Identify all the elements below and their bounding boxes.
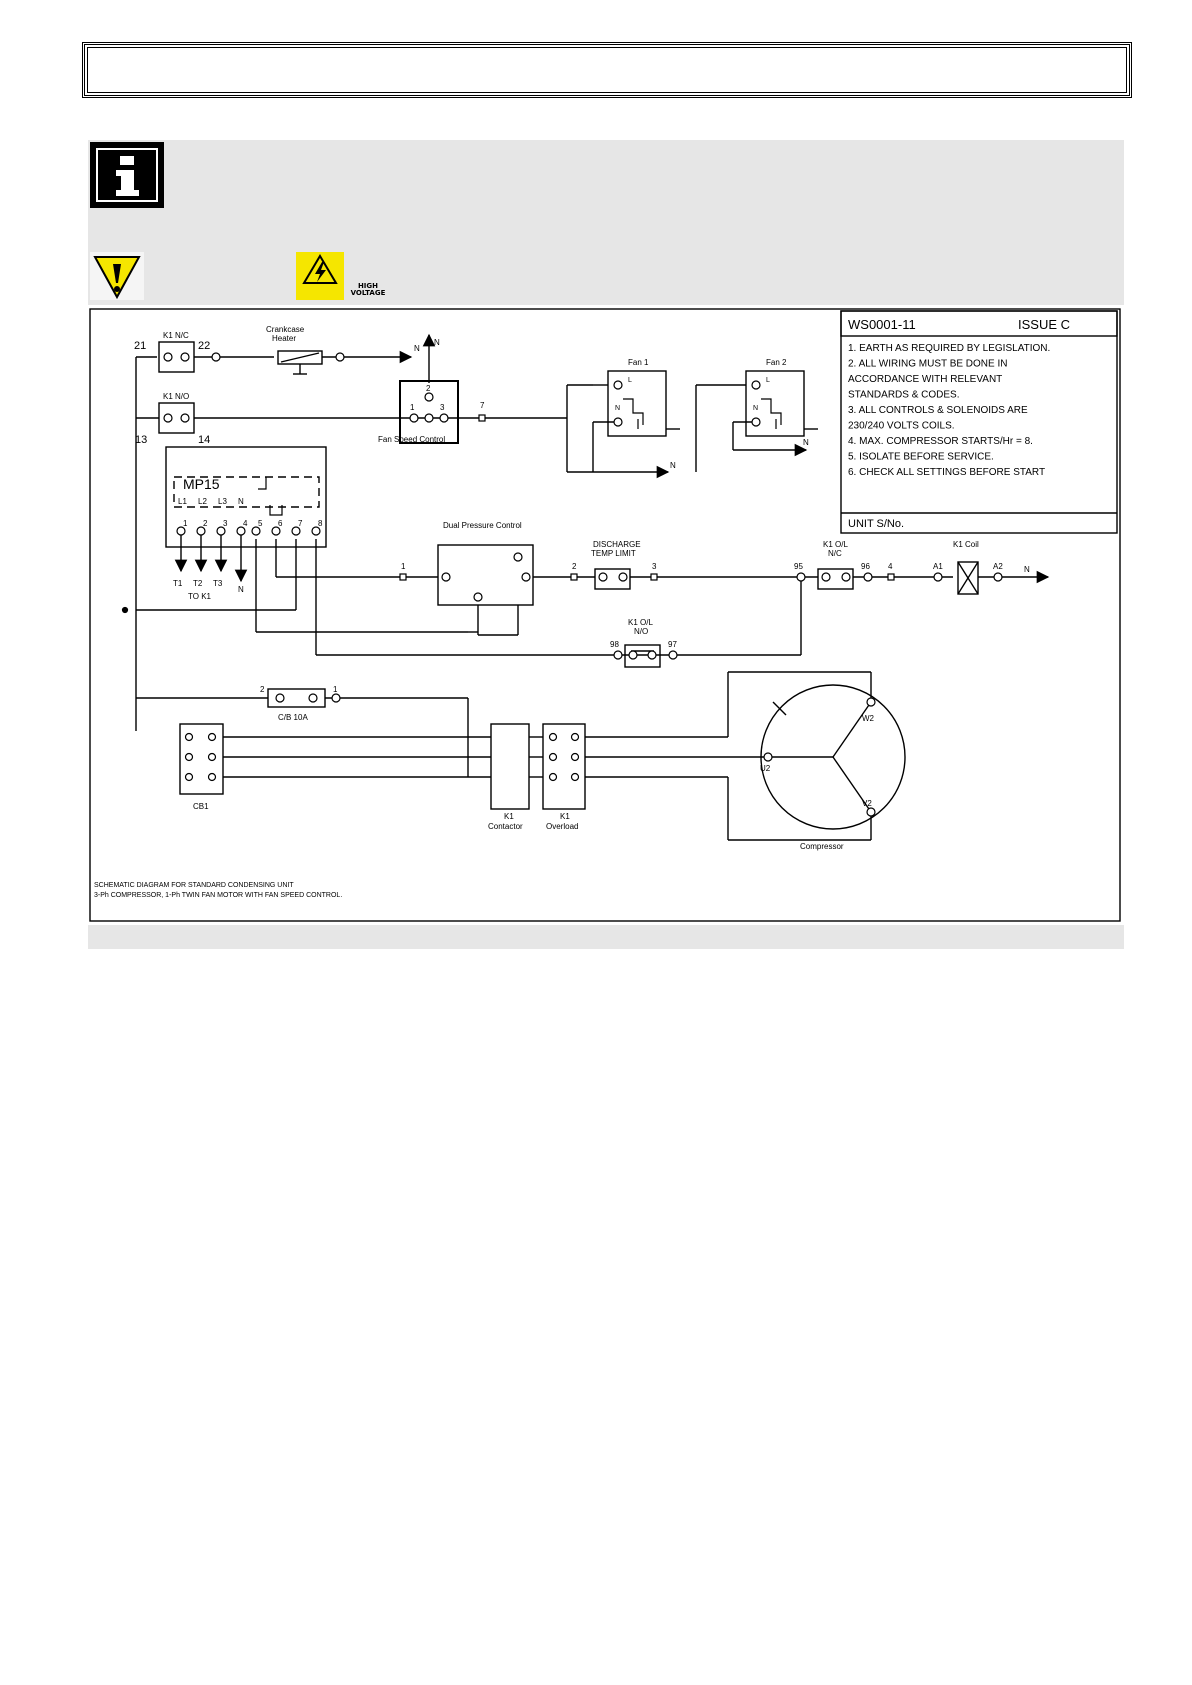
label-overload: Overload xyxy=(546,822,578,831)
drawing-number: WS0001-11 xyxy=(848,317,916,332)
mp-6: 6 xyxy=(278,519,283,528)
label-n-mp: N xyxy=(238,585,244,594)
mp-5: 5 xyxy=(258,519,263,528)
label-k1-overload: K1 xyxy=(560,812,570,821)
label-t1: T1 xyxy=(173,579,183,588)
term-4: 4 xyxy=(888,562,893,571)
label-w2: W2 xyxy=(862,714,875,723)
drawing-notes: 1. EARTH AS REQUIRED BY LEGISLATION. 2. A… xyxy=(848,343,1050,478)
drawing-note-1: 1. EARTH AS REQUIRED BY LEGISLATION. xyxy=(848,343,1050,354)
term-a1: A1 xyxy=(933,562,943,571)
mp-l2: L2 xyxy=(198,497,207,506)
diagram-caption-2: 3-Ph COMPRESSOR, 1-Ph TWIN FAN MOTOR WIT… xyxy=(94,892,342,899)
term-a2: A2 xyxy=(993,562,1003,571)
label-n-crankcase: N xyxy=(414,344,420,353)
term-96: 96 xyxy=(861,562,870,571)
label-fan2-l: L xyxy=(766,377,770,384)
cb-1: 1 xyxy=(333,685,338,694)
mp-n: N xyxy=(238,497,244,506)
label-k1-coil: K1 Coil xyxy=(953,540,979,549)
term-97: 97 xyxy=(668,640,677,649)
label-compressor: Compressor xyxy=(800,842,844,851)
drawing-note-4: STANDARDS & CODES. xyxy=(848,390,960,401)
term-22: 22 xyxy=(198,340,210,352)
label-k1-contactor: K1 xyxy=(504,812,514,821)
mp-1: 1 xyxy=(183,519,188,528)
term-14: 14 xyxy=(198,434,210,446)
cb-2: 2 xyxy=(260,685,265,694)
label-k1-ol-no-1: K1 O/L xyxy=(628,618,653,627)
label-fan1: Fan 1 xyxy=(628,358,649,367)
fsc-1: 1 xyxy=(410,403,415,412)
label-fan2-n: N xyxy=(753,405,758,412)
unit-serial-label: UNIT S/No. xyxy=(848,518,904,530)
label-k1-no: K1 N/O xyxy=(163,392,189,401)
term-7: 7 xyxy=(480,401,485,410)
term-21: 21 xyxy=(134,340,146,352)
term-95: 95 xyxy=(794,562,803,571)
drawing-note-8: 5. ISOLATE BEFORE SERVICE. xyxy=(848,452,994,463)
label-k1-nc: K1 N/C xyxy=(163,331,189,340)
label-discharge: DISCHARGE xyxy=(593,540,641,549)
term-13: 13 xyxy=(135,434,147,446)
label-n-fsc: N xyxy=(434,338,440,347)
mp-l1: L1 xyxy=(178,497,187,506)
diagram-footer-strip xyxy=(88,925,1124,949)
label-temp-limit: TEMP LIMIT xyxy=(591,549,636,558)
diagram-caption-1: SCHEMATIC DIAGRAM FOR STANDARD CONDENSIN… xyxy=(94,882,294,889)
page-header-box xyxy=(82,42,1132,98)
label-u2: U2 xyxy=(760,764,771,773)
label-cb1: CB1 xyxy=(193,802,209,811)
mp-7: 7 xyxy=(298,519,303,528)
label-fan-speed-control: Fan Speed Control xyxy=(378,435,445,444)
label-to-k1: TO K1 xyxy=(188,592,212,601)
label-contactor: Contactor xyxy=(488,822,523,831)
term-98: 98 xyxy=(610,640,619,649)
label-t3: T3 xyxy=(213,579,223,588)
wiring-diagram: WS0001-11 ISSUE C 1. EARTH AS REQUIRED B… xyxy=(88,307,1124,925)
fsc-3: 3 xyxy=(440,403,445,412)
label-k1-ol-no-2: N/O xyxy=(634,627,648,636)
label-mp15: MP15 xyxy=(183,476,220,492)
label-fan2: Fan 2 xyxy=(766,358,787,367)
label-crankcase: Crankcase xyxy=(266,325,305,334)
high-voltage-icon: HIGH VOLTAGE xyxy=(296,252,385,300)
drawing-note-6: 230/240 VOLTS COILS. xyxy=(848,421,955,432)
high-voltage-label: HIGH VOLTAGE xyxy=(350,282,386,297)
mp-8: 8 xyxy=(318,519,323,528)
label-v2: V2 xyxy=(862,799,872,808)
mp-l3: L3 xyxy=(218,497,227,506)
warning-triangle-icon xyxy=(90,252,144,300)
label-n-fan1: N xyxy=(670,461,676,470)
label-k1-ol-nc-1: K1 O/L xyxy=(823,540,848,549)
mp-3: 3 xyxy=(223,519,228,528)
drawing-note-2: 2. ALL WIRING MUST BE DONE IN xyxy=(848,359,1007,370)
label-t2: T2 xyxy=(193,579,203,588)
dp-1: 1 xyxy=(401,562,406,571)
label-fan1-l: L xyxy=(628,377,632,384)
drawing-note-5: 3. ALL CONTROLS & SOLENOIDS ARE xyxy=(848,405,1028,416)
label-fan1-n: N xyxy=(615,405,620,412)
mp-4: 4 xyxy=(243,519,248,528)
label-k1-ol-nc-2: N/C xyxy=(828,549,842,558)
label-cb-10a: C/B 10A xyxy=(278,713,308,722)
label-dual-pressure: Dual Pressure Control xyxy=(443,521,522,530)
dt-3: 3 xyxy=(652,562,657,571)
dp-2: 2 xyxy=(572,562,577,571)
label-n-coil: N xyxy=(1024,565,1030,574)
label-heater: Heater xyxy=(272,334,296,343)
fsc-2: 2 xyxy=(426,384,431,393)
drawing-note-7: 4. MAX. COMPRESSOR STARTS/Hr = 8. xyxy=(848,436,1033,447)
drawing-note-9: 6. CHECK ALL SETTINGS BEFORE START xyxy=(848,467,1045,478)
drawing-issue: ISSUE C xyxy=(1018,317,1070,332)
information-icon xyxy=(90,142,164,208)
label-n-fan2: N xyxy=(803,438,809,447)
mp-2: 2 xyxy=(203,519,208,528)
info-panel: HIGH VOLTAGE xyxy=(88,140,1124,305)
drawing-note-3: ACCORDANCE WITH RELEVANT xyxy=(848,374,1002,385)
